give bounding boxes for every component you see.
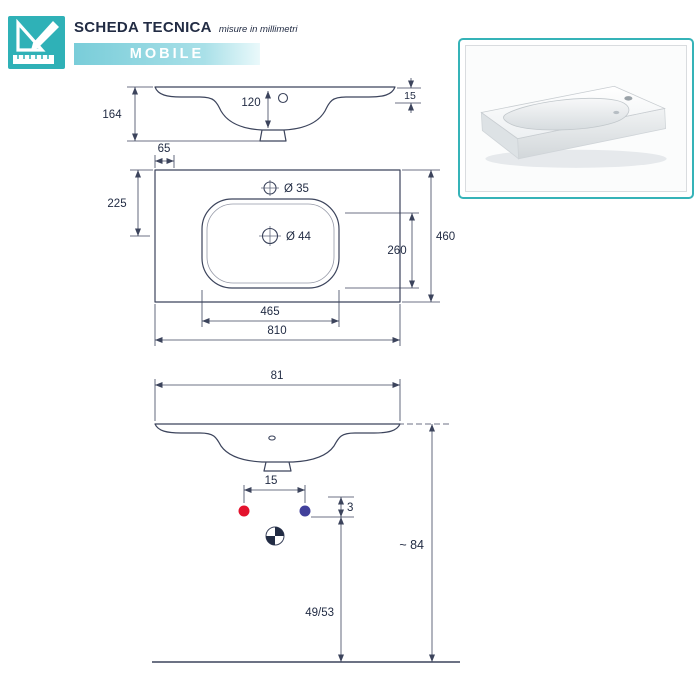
cold-water-dot <box>299 505 311 517</box>
basin-section-profile <box>154 86 396 142</box>
tap-hole-photo <box>624 96 633 101</box>
dim-rim-thickness: 15 <box>404 90 416 102</box>
tap-hole-section <box>277 92 289 104</box>
bowl-outline-plan <box>201 198 340 289</box>
dim-bowl-depth: 120 <box>241 97 260 109</box>
page-title: SCHEDA TECNICA <box>74 19 212 36</box>
set-square-glyph <box>16 18 46 52</box>
basin-outline-plan <box>154 169 401 303</box>
bowl-inner-line <box>206 203 335 284</box>
drafting-tools-icon-svg <box>8 16 65 69</box>
header: SCHEDA TECNICA misure in millimetri MOBI… <box>8 16 297 69</box>
basin-bowl <box>503 97 630 131</box>
units-note: misure in millimetri <box>218 24 298 35</box>
product-photo <box>465 45 687 192</box>
washbasin-photo-illustration <box>466 46 686 191</box>
dim-drain-height-range: 49/53 <box>305 607 334 619</box>
dim-width-cm: 81 <box>271 370 284 382</box>
pencil-glyph <box>31 21 59 50</box>
ruler-glyph <box>13 55 54 64</box>
dim-side-offset: 65 <box>158 143 171 155</box>
overflow-hole-front <box>268 435 276 441</box>
product-photo-frame <box>458 38 694 199</box>
dim-bowl-inner-depth: 260 <box>387 245 406 257</box>
dim-height-cm: ~ 84 <box>399 538 424 552</box>
dim-overall-depth: 460 <box>436 231 455 243</box>
header-text-column: SCHEDA TECNICA misure in millimetri MOBI… <box>74 16 297 69</box>
section-banner-label: MOBILE <box>129 46 205 62</box>
title-row: SCHEDA TECNICA misure in millimetri <box>74 16 297 40</box>
label-drain-diameter: Ø 44 <box>286 231 312 243</box>
section-banner: MOBILE <box>74 43 260 65</box>
drain-datum-symbol <box>265 526 285 546</box>
dim-overall-width: 810 <box>267 325 286 337</box>
section-view: 164 120 15 <box>102 78 421 142</box>
dim-drain-offset: 3 <box>347 502 353 514</box>
basin-front-profile <box>154 423 401 472</box>
front-view: 81 ~ 84 15 3 49/53 <box>152 370 460 663</box>
dim-supply-spacing: 15 <box>265 475 278 487</box>
dim-overall-height: 164 <box>102 109 122 121</box>
dim-back-to-drain: 225 <box>107 198 126 210</box>
drafting-tools-icon <box>8 16 65 69</box>
label-tap-hole-diameter: Ø 35 <box>284 183 309 195</box>
plan-view: Ø 35 Ø 44 65 225 460 260 465 810 <box>107 143 455 346</box>
dim-bowl-width: 465 <box>260 306 279 318</box>
hot-water-dot <box>238 505 250 517</box>
overflow-hole-photo <box>613 110 620 115</box>
